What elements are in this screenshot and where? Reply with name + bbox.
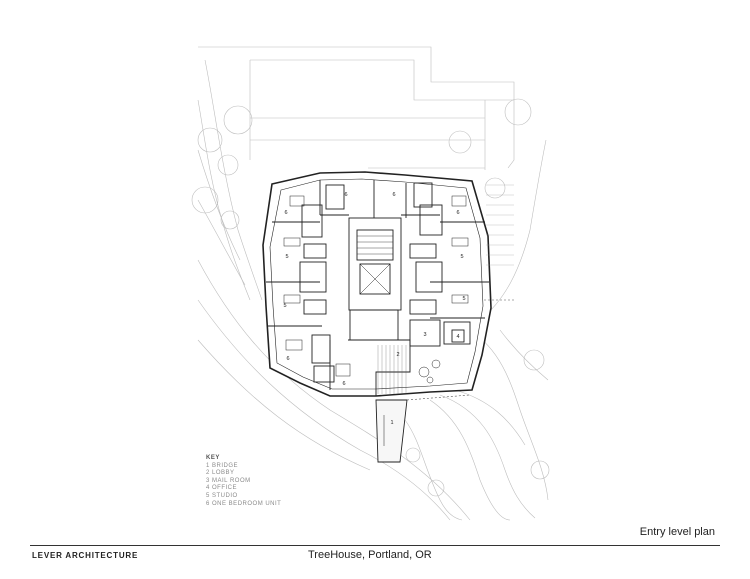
label-lobby: 2 [396, 352, 399, 358]
site-context [191, 46, 550, 521]
label-office: 4 [456, 334, 459, 340]
site-path-dashed [406, 299, 514, 401]
key-item: 5 STUDIO [206, 492, 238, 499]
drawing-caption: Entry level plan [639, 526, 715, 538]
key-item: 4 OFFICE [206, 485, 238, 492]
key-title: KEY [206, 455, 220, 461]
label-unit-1: 6 [284, 210, 287, 216]
label-mail-room: 3 [423, 332, 426, 338]
key-legend: KEY 1 BRIDGE 2 LOBBY 3 MAIL ROOM 4 OFFIC… [206, 455, 281, 508]
label-studio-2: 5 [283, 303, 286, 309]
label-studio-4: 5 [462, 296, 465, 302]
room-numbers: 1 2 3 4 5 5 5 5 6 6 6 6 6 6 [283, 192, 465, 426]
label-unit-6: 6 [342, 381, 345, 387]
label-unit-4: 6 [456, 210, 459, 216]
firm-name: LEVER ARCHITECTURE [32, 551, 139, 560]
lobby-floor-hatch [377, 345, 407, 394]
label-bridge: 1 [390, 420, 393, 426]
label-unit-3: 6 [392, 192, 395, 198]
key-item: 6 ONE BEDROOM UNIT [206, 500, 282, 507]
footer-divider [30, 545, 720, 546]
key-item: 1 BRIDGE [206, 462, 239, 469]
label-studio-1: 5 [285, 254, 288, 260]
project-title: TreeHouse, Portland, OR [308, 549, 432, 561]
label-unit-5: 6 [286, 356, 289, 362]
key-item: 2 LOBBY [206, 470, 235, 477]
label-studio-3: 5 [460, 254, 463, 260]
unit-walls [266, 180, 489, 396]
bridge [375, 399, 408, 463]
building-footprint [262, 171, 492, 397]
wood-deck [486, 184, 514, 266]
key-item: 3 MAIL ROOM [206, 477, 251, 484]
label-unit-2: 6 [344, 192, 347, 198]
